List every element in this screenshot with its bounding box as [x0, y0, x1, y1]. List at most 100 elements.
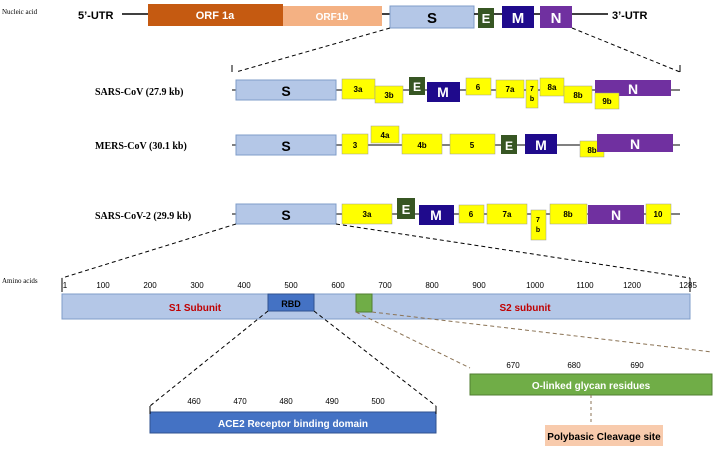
mers-cov-4a-label: 4a — [381, 131, 390, 140]
genome-e-label: E — [482, 11, 491, 26]
genome-s-box — [389, 5, 475, 29]
sars-cov-2-label: SARS-CoV-2 (29.9 kb) — [95, 211, 191, 222]
sars-cov-e-label: E — [413, 80, 421, 94]
glycan-ticks: 670 680 690 — [506, 361, 644, 370]
sars-cov-2-s-label: S — [281, 207, 290, 223]
mers-cov-4b-box — [401, 133, 443, 155]
rbd-expand-left — [149, 310, 269, 407]
mers-cov-m-label: M — [535, 137, 547, 153]
sars-cov-m-label: M — [437, 84, 449, 100]
sars-cov-2-10-label: 10 — [654, 210, 663, 219]
sars-cov-6-label: 6 — [476, 83, 481, 92]
amino-acids-label: Amino acids — [2, 277, 38, 285]
spike-expand-right — [335, 223, 691, 279]
genome-expand-left — [235, 27, 391, 73]
cleavage-site-box — [545, 425, 663, 446]
glycan-tick-680: 680 — [567, 361, 581, 370]
rbd-label: RBD — [281, 299, 301, 309]
sars-cov-7a-label: 7a — [506, 85, 515, 94]
mers-cov-n-box — [597, 134, 673, 152]
sars-cov-8b-box — [563, 85, 593, 104]
sars-cov-2-m-box — [419, 205, 454, 225]
sars-cov-2-8b-label: 8b — [563, 210, 572, 219]
sars-cov-2-n-box — [588, 205, 644, 224]
sars-cov-3b-box — [374, 85, 404, 104]
aa-tick-600: 600 — [331, 281, 345, 290]
sars-cov-2-s-box — [235, 203, 337, 225]
rbd-tick-490: 490 — [325, 397, 339, 406]
mers-cov-label: MERS-CoV (30.1 kb) — [95, 141, 187, 152]
genome-m-box — [502, 6, 534, 28]
aa-tick-1285: 1285 — [679, 281, 697, 290]
sars-cov-label: SARS-CoV (27.9 kb) — [95, 87, 183, 98]
sars-cov-2-m-label: M — [430, 207, 442, 223]
rbd-tick-460: 460 — [187, 397, 201, 406]
genome-n-label: N — [551, 10, 562, 27]
aa-tick-1000: 1000 — [526, 281, 544, 290]
mers-cov-m-box — [525, 134, 557, 154]
sars-cov-2-6-box — [458, 204, 485, 224]
sars-cov-2-8b-box — [549, 203, 588, 225]
sars-cov-8a-label: 8a — [548, 83, 557, 92]
sars-cov-7b-box — [525, 79, 539, 109]
mers-cov-e-label: E — [505, 139, 513, 153]
sars-cov-2-7a-label: 7a — [503, 210, 512, 219]
genome-s-label: S — [427, 10, 437, 27]
ace2-rbd-label: ACE2 Receptor binding domain — [218, 419, 368, 430]
glycan-residues-label: O-linked glycan residues — [532, 381, 651, 392]
aa-tick-700: 700 — [378, 281, 392, 290]
glycan-region-box — [355, 293, 373, 313]
mers-cov-s-box — [235, 134, 337, 156]
aa-tick-100: 100 — [96, 281, 110, 290]
genome-row: Nucleic acid 5’-UTR ORF 1a ORF1b S E M N… — [2, 4, 648, 29]
orf1b-label: ORF1b — [316, 12, 349, 23]
genome-expand-right — [571, 27, 681, 73]
sars-cov-2-e-box — [397, 198, 415, 219]
sars-cov-2-e-label: E — [402, 202, 411, 217]
spike-protein-bar — [61, 293, 691, 320]
sars-cov-2-3a-label: 3a — [363, 210, 372, 219]
utr3-label: 3’-UTR — [612, 10, 648, 22]
rbd-tick-470: 470 — [233, 397, 247, 406]
glycan-expand-left — [355, 311, 471, 369]
mers-cov-8b-label: 8b — [587, 146, 596, 155]
sars-cov-s-box — [235, 79, 337, 101]
aa-tick-200: 200 — [143, 281, 157, 290]
sars-cov-2-6-label: 6 — [469, 210, 474, 219]
mers-cov-4a-box — [370, 125, 400, 144]
nucleic-acid-label: Nucleic acid — [2, 8, 38, 16]
genome-n-box — [540, 6, 572, 28]
glycan-tick-670: 670 — [506, 361, 520, 370]
mers-cov-4b-label: 4b — [417, 141, 426, 150]
sars-cov-2-3a-box — [341, 203, 393, 225]
sars-cov-2-10-box — [645, 203, 672, 225]
glycan-expand-right — [371, 311, 713, 353]
aa-tick-900: 900 — [472, 281, 486, 290]
sars-cov-n-label: N — [628, 81, 638, 97]
sars-cov-s-label: S — [281, 83, 290, 99]
mers-cov-5-box — [449, 133, 496, 155]
sars-cov-7b-line2: b — [530, 96, 534, 103]
sars-cov-9b-label: 9b — [602, 97, 611, 106]
aa-tick-1200: 1200 — [623, 281, 641, 290]
sars-cov-n-box — [595, 80, 671, 96]
mers-cov-5-label: 5 — [470, 141, 475, 150]
sars-cov-2-7a-box — [486, 203, 528, 225]
glycan-tick-690: 690 — [630, 361, 644, 370]
mers-cov-3-label: 3 — [353, 141, 358, 150]
aa-tick-300: 300 — [190, 281, 204, 290]
mers-cov-row: MERS-CoV (30.1 kb) S 3 4a 4b 5 E M 8b N — [95, 125, 680, 158]
rbd-expand-right — [313, 310, 437, 407]
sars-cov-3a-label: 3a — [354, 85, 363, 94]
ace2-rbd-box — [149, 411, 437, 434]
mers-cov-s-label: S — [281, 138, 290, 154]
genome-e-box — [478, 8, 494, 28]
sars-cov-2-7b-line2: b — [536, 227, 540, 234]
s1-subunit-label: S1 Subunit — [169, 303, 222, 314]
